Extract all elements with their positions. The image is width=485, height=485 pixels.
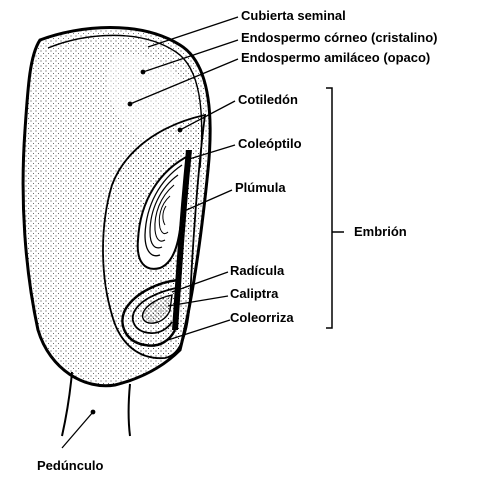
label-plumula: Plúmula <box>235 180 286 195</box>
label-pedunculo: Pedúnculo <box>37 458 104 473</box>
embrion-bracket <box>326 88 344 328</box>
label-coleorriza: Coleorriza <box>230 310 294 325</box>
label-embrion: Embrión <box>354 224 407 239</box>
label-endospermo-amilaceo: Endospermo amiláceo (opaco) <box>241 50 430 65</box>
label-endospermo-corneo: Endospermo córneo (cristalino) <box>241 30 437 45</box>
label-coleoptilo: Coleóptilo <box>238 136 302 151</box>
label-radicula: Radícula <box>230 263 285 278</box>
label-cotiledon: Cotiledón <box>238 92 298 107</box>
label-caliptra: Caliptra <box>230 286 279 301</box>
label-cubierta-seminal: Cubierta seminal <box>241 8 346 23</box>
